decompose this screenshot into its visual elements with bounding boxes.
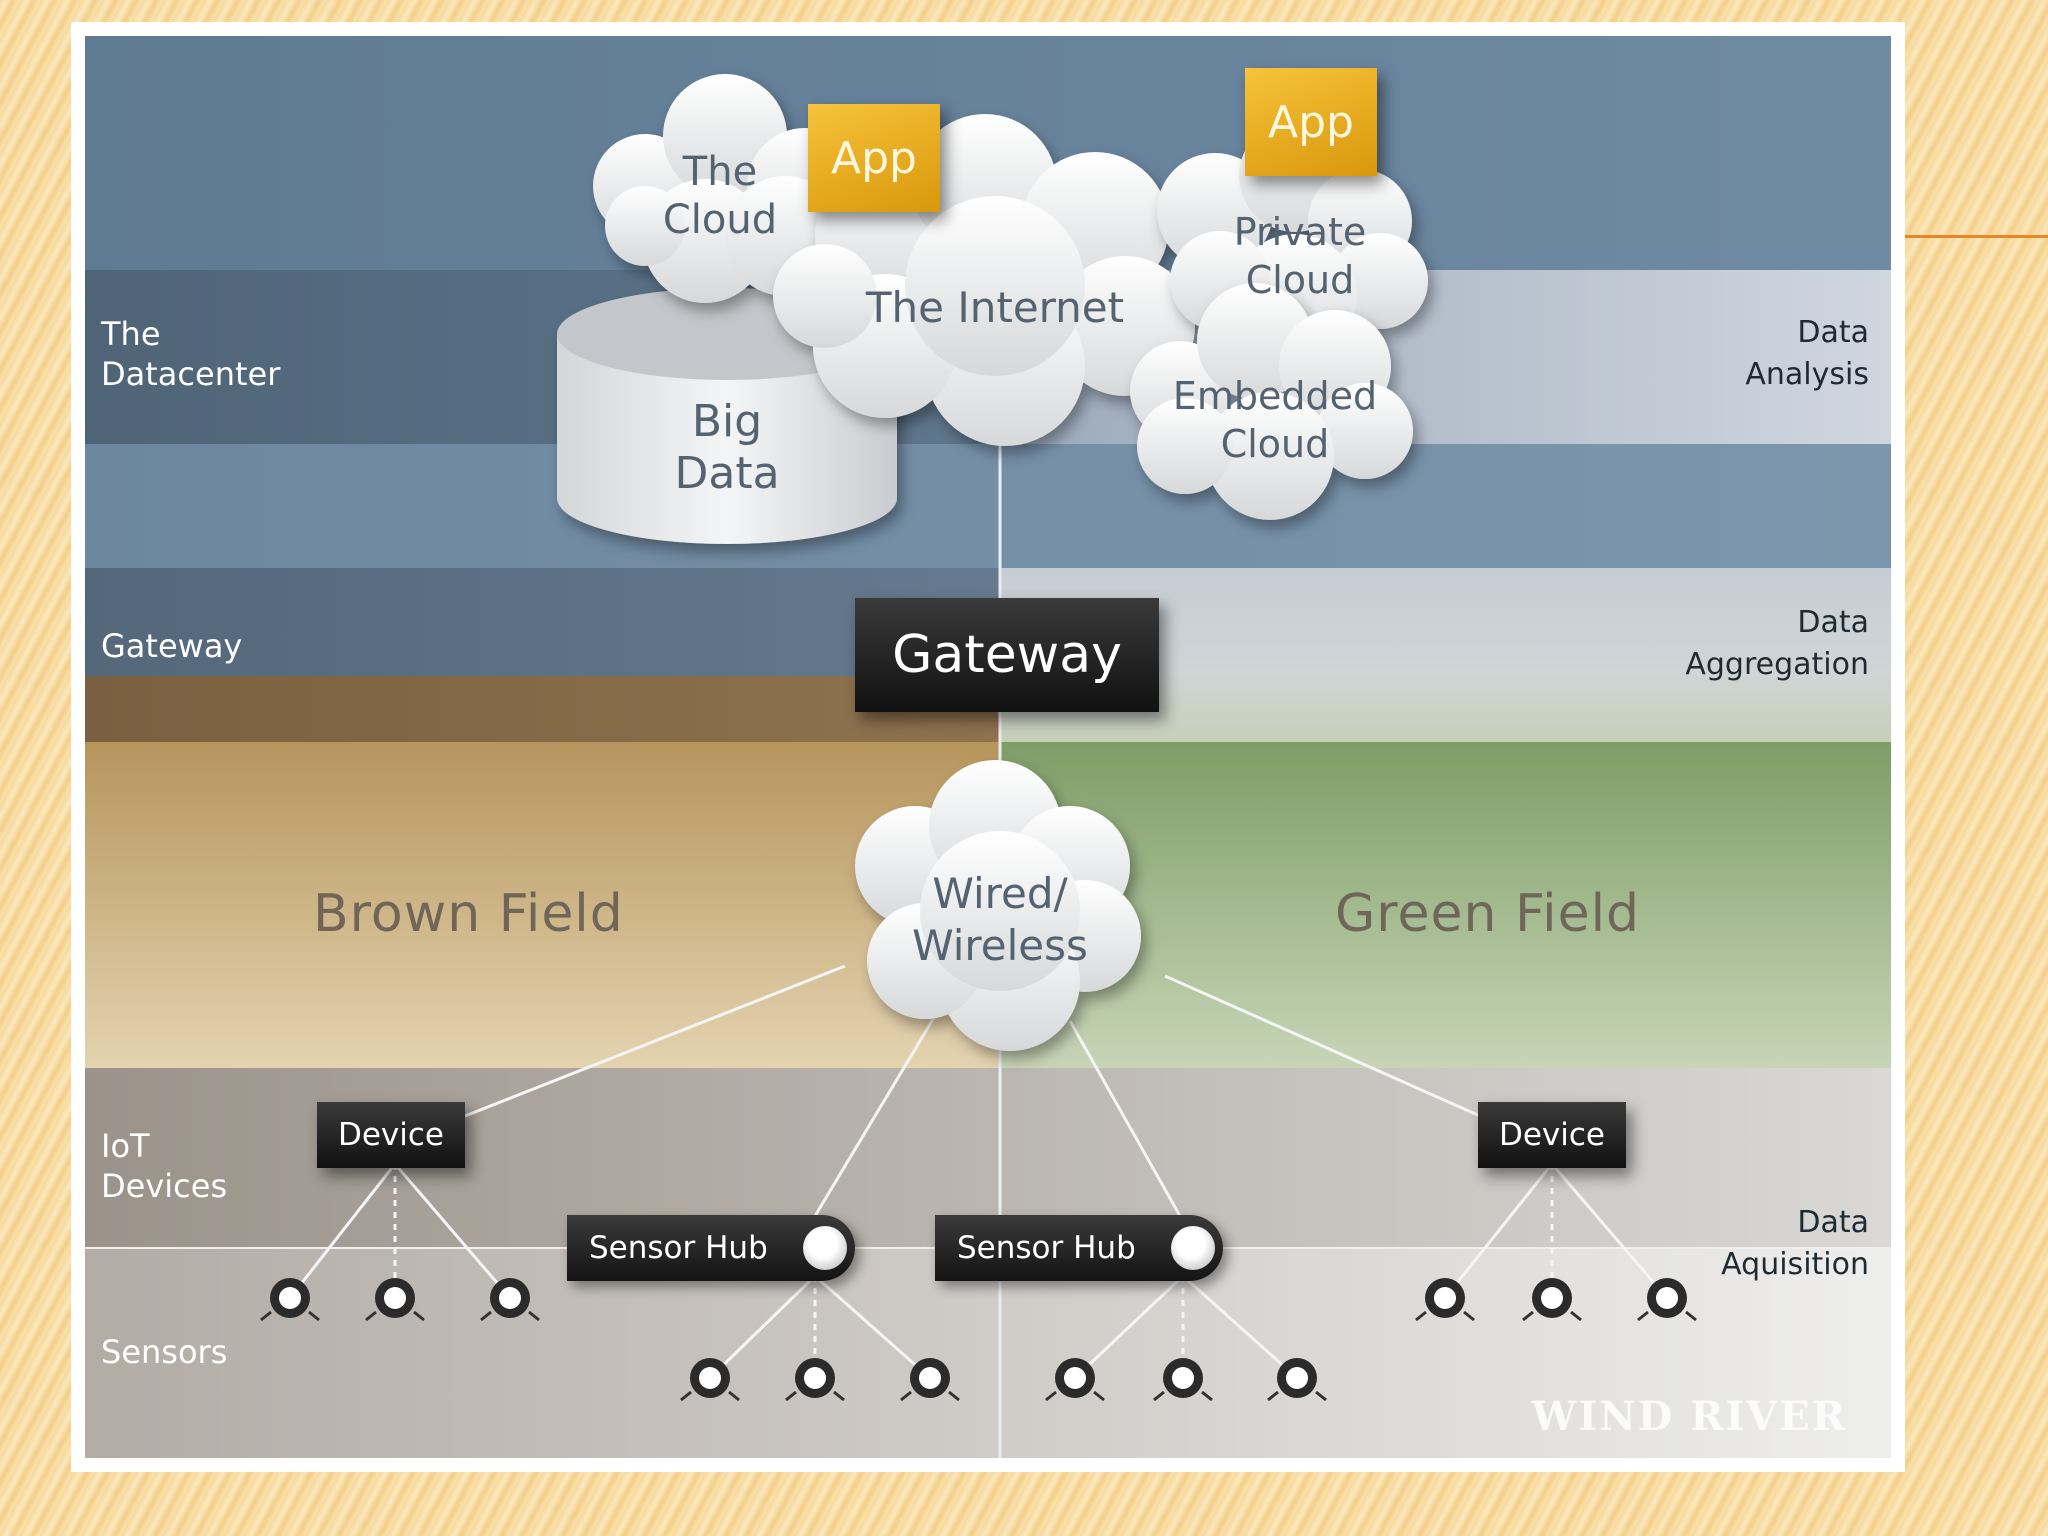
app-box[interactable]: App [1245,68,1377,176]
device-box[interactable]: Device [1478,1102,1626,1168]
sensor-node [260,1278,320,1322]
embedded-cloud-shape [1130,283,1413,520]
link-hub-2 [1068,1020,1182,1217]
hub-node-icon [803,1226,847,1270]
the-internet-label: The Internet [865,283,1125,332]
big-data-label: Big Data [674,396,780,499]
green-field-label: Green Field [1335,884,1641,944]
function-label-data-aggregation: Data Aggregation [1685,605,1869,682]
function-label-data-analysis: Data Analysis [1745,315,1869,392]
layer-label-iot-devices: IoT Devices [101,1127,228,1205]
embedded-cloud-label: Embedded Cloud [1172,374,1378,466]
sensor-node [785,1358,845,1402]
sensor-node [480,1278,540,1322]
sensor-node [1415,1278,1475,1322]
function-label-data-aquisition: Data Aquisition [1721,1205,1869,1282]
hub-node-icon [1171,1226,1215,1270]
link-hub-1 [813,1015,937,1217]
diagram-graphics [85,74,1891,1458]
brown-field-label: Brown Field [313,884,624,944]
sensor-node [1637,1278,1697,1322]
sensor-hub-label: Sensor Hub [589,1230,768,1266]
band-gateway-left [85,568,1000,676]
the-internet-shape [773,114,1195,446]
app-box[interactable]: App [808,104,940,212]
sensor-hub[interactable]: Sensor Hub [935,1215,1223,1281]
gateway-box[interactable]: Gateway [855,598,1159,712]
sensor-node [900,1358,960,1402]
link-left-device [464,964,846,1118]
band-lower-cloud [85,444,1891,568]
band-gateway-brown [85,676,1000,742]
wind-river-watermark: WIND RIVER [1531,1393,1847,1440]
sensor-node [1045,1358,1105,1402]
device-box[interactable]: Device [317,1102,465,1168]
layer-label-gateway: Gateway [101,627,243,665]
layer-label-datacenter: The Datacenter [101,315,281,393]
sensor-hub-label: Sensor Hub [957,1230,1136,1266]
sensor-hub[interactable]: Sensor Hub [567,1215,855,1281]
layer-label-sensors: Sensors [101,1333,228,1371]
sensor-node [680,1358,740,1402]
accent-line [1890,235,2048,238]
band-green-field [1000,742,1891,1068]
sensor-node [1522,1278,1582,1322]
sensor-nodes [260,1278,1697,1402]
wired-wireless-label: Wired/ Wireless [912,869,1088,970]
sensor-node [365,1278,425,1322]
band-brown-field [85,742,1000,1068]
the-cloud-label: The Cloud [662,149,778,243]
private-cloud-label: Private Cloud [1233,210,1367,302]
link-right-device [1164,974,1481,1118]
sensor-links-device-1 [288,1163,512,1299]
iot-diagram-panel: The Datacenter Gateway IoT Devices Senso… [85,36,1891,1458]
sensor-node [1267,1358,1327,1402]
wired-wireless-cloud-shape [855,760,1141,1051]
sensor-node [1153,1358,1213,1402]
sensor-links-device-2 [1443,1163,1669,1299]
